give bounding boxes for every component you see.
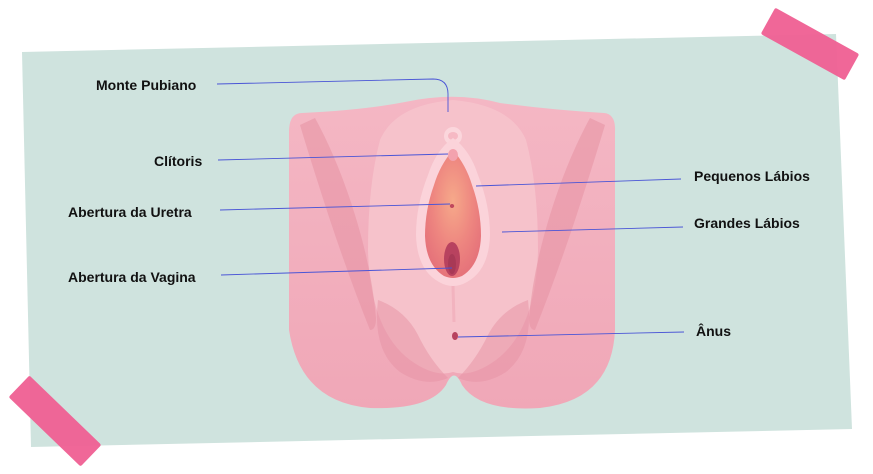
label-mons-pubis: Monte Pubiano bbox=[96, 77, 196, 93]
tape-bottom-left bbox=[9, 376, 101, 466]
left-shading bbox=[300, 118, 376, 330]
anus bbox=[452, 332, 458, 340]
leader-urethral-opening bbox=[219, 203, 451, 211]
right-shading bbox=[529, 118, 605, 330]
vulva-illustration bbox=[289, 96, 616, 409]
label-clitoris: Clítoris bbox=[154, 153, 202, 169]
leader-labia-majora bbox=[501, 226, 684, 233]
leader-vaginal-opening bbox=[220, 267, 453, 276]
tape-top-right bbox=[761, 8, 859, 80]
label-anus: Ânus bbox=[696, 322, 731, 339]
lower-shading-right bbox=[458, 300, 530, 382]
label-labia-majora: Grandes Lábios bbox=[694, 215, 800, 231]
leader-lines bbox=[216, 78, 685, 338]
lower-shading bbox=[376, 300, 448, 382]
label-vaginal-opening: Abertura da Vagina bbox=[68, 269, 196, 285]
vaginal-opening-inner bbox=[448, 254, 456, 274]
clitoris bbox=[448, 149, 458, 161]
leader-labia-minora bbox=[475, 178, 682, 187]
label-labia-minora: Pequenos Lábios bbox=[694, 168, 810, 184]
leader-clitoris bbox=[217, 153, 449, 161]
leader-mons-pubis bbox=[216, 78, 449, 112]
leader-anus bbox=[457, 331, 685, 338]
clitoral-hood-inner bbox=[448, 132, 458, 140]
labia-minora-inner bbox=[425, 150, 481, 278]
perineum bbox=[451, 285, 456, 323]
label-urethral-opening: Abertura da Uretra bbox=[68, 204, 192, 220]
urethral-opening bbox=[449, 204, 455, 208]
